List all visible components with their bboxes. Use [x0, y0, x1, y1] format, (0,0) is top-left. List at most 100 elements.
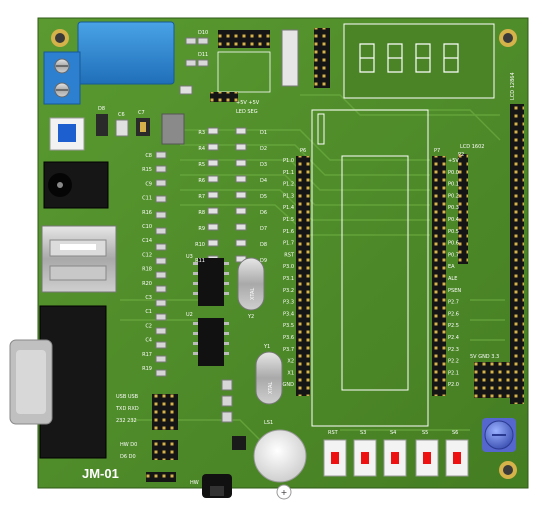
d11-label: D11 — [198, 52, 208, 58]
component-label: C14 — [142, 238, 152, 244]
pin-label: PSEN — [448, 288, 461, 294]
pin-label: P0.2 — [448, 193, 459, 199]
hw-label: HW — [190, 480, 199, 486]
component-label: C3 — [145, 295, 152, 301]
pin-label: P0.4 — [448, 217, 459, 223]
pin-label: P2.7 — [448, 300, 459, 306]
lcd-1602-header[interactable] — [458, 154, 468, 264]
top-smd-parts — [96, 37, 209, 145]
pin-label: P2.0 — [448, 382, 459, 388]
lcd-12864-label: LCD 12864 — [510, 72, 516, 100]
push-buttons[interactable] — [323, 439, 469, 477]
led-label: D1 — [260, 130, 267, 136]
component-label: C2 — [145, 323, 152, 329]
u3-label: U3 — [186, 254, 193, 260]
led-label: D3 — [260, 162, 267, 168]
dc-power-jack[interactable] — [43, 161, 109, 209]
pin-label: P1.2 — [283, 182, 294, 188]
y1-label: Y1 — [263, 344, 270, 350]
board-name: JM-01 — [82, 466, 119, 481]
pin-label: P0.7 — [448, 252, 459, 258]
resistor-label: R5 — [198, 162, 205, 168]
led-label: D6 — [260, 210, 267, 216]
pin-label: P2.6 — [448, 311, 459, 317]
led-seg-header — [210, 28, 330, 102]
component-label: R16 — [142, 210, 152, 216]
pin-label: P2.3 — [448, 347, 459, 353]
component-label: R18 — [142, 267, 152, 273]
pin-label: RST — [284, 252, 295, 258]
5v-gnd-33-label: 5V GND 3.3 — [470, 354, 499, 360]
pin-label: P2.1 — [448, 370, 459, 376]
led-label: D4 — [260, 178, 267, 184]
led-label: D2 — [260, 146, 267, 152]
header-p6[interactable] — [296, 156, 310, 396]
p6-pin-labels: P1.0P1.1P1.2P1.3P1.4P1.5P1.6P1.7RSTP3.0P… — [283, 158, 295, 388]
d8-label: D8 — [98, 106, 105, 112]
component-label: C9 — [145, 181, 152, 187]
p7-label: P7 — [434, 148, 440, 154]
usb-usb-label: USB USB — [116, 394, 139, 400]
component-label: R17 — [142, 352, 152, 358]
power-switch[interactable] — [49, 117, 85, 151]
u2-label: U2 — [186, 312, 193, 318]
component-label: R19 — [142, 366, 152, 372]
svg-text:+: + — [281, 488, 288, 497]
pin-label: P0.0 — [448, 170, 459, 176]
resistor-label: R3 — [198, 130, 205, 136]
ic-chips — [193, 258, 229, 366]
pin-label: X2 — [287, 359, 294, 365]
db9-serial-port[interactable] — [9, 305, 107, 459]
y2-label: Y2 — [247, 314, 254, 320]
resistor-label: R11 — [195, 258, 205, 264]
s4-label: S4 — [390, 430, 396, 436]
pin-label: P3.3 — [283, 300, 294, 306]
pin-label: P1.4 — [283, 205, 294, 211]
left-passives — [155, 151, 167, 377]
pin-label: P1.1 — [283, 170, 294, 176]
resistor-label: R8 — [198, 210, 205, 216]
component-label: C1 — [145, 309, 152, 315]
usb-port[interactable] — [41, 225, 117, 293]
buzzer: + — [253, 429, 307, 500]
resistor-label: R7 — [198, 194, 205, 200]
serial-jumpers[interactable] — [146, 379, 246, 482]
resistor-label: R10 — [195, 242, 205, 248]
resistor-label: R9 — [198, 226, 205, 232]
component-label: C10 — [142, 224, 152, 230]
pin-label: +5V — [448, 158, 459, 164]
pin-label: P0.3 — [448, 205, 459, 211]
p7-pin-labels: +5VP0.0P0.1P0.2P0.3P0.4P0.5P0.6P0.7EAALE… — [448, 158, 461, 388]
led-label: D9 — [260, 258, 267, 264]
pin-label: P2.2 — [448, 359, 459, 365]
c7-label: C7 — [138, 110, 145, 116]
lcd-12864-header[interactable] — [510, 104, 524, 404]
right-smd-block — [474, 362, 510, 398]
pin-label: X1 — [287, 370, 294, 376]
pin-label: P2.4 — [448, 335, 459, 341]
component-label: C4 — [145, 338, 152, 344]
potentiometer[interactable] — [482, 418, 516, 452]
rst-label: RST — [328, 430, 339, 436]
component-label: C8 — [145, 153, 152, 159]
pin-label: P0.5 — [448, 229, 459, 235]
resistor-label: R6 — [198, 178, 205, 184]
component-label: R15 — [142, 167, 152, 173]
pin-label: P3.6 — [283, 335, 294, 341]
ls1-label: LS1 — [264, 420, 273, 426]
pin-label: P3.4 — [283, 311, 294, 317]
relay-module — [43, 21, 175, 105]
pin-label: P1.7 — [283, 241, 294, 247]
c6-label: C6 — [118, 112, 125, 118]
pin-label: P1.0 — [283, 158, 294, 164]
s6-label: S6 — [452, 430, 458, 436]
header-p7[interactable] — [432, 156, 446, 396]
pin-label: P1.5 — [283, 217, 294, 223]
232-232-label: 232 232 — [116, 418, 137, 424]
d10-label: D10 — [198, 30, 208, 36]
txd-rxd-label: TXD RXD — [115, 406, 139, 412]
pin-label: EA — [448, 264, 455, 270]
